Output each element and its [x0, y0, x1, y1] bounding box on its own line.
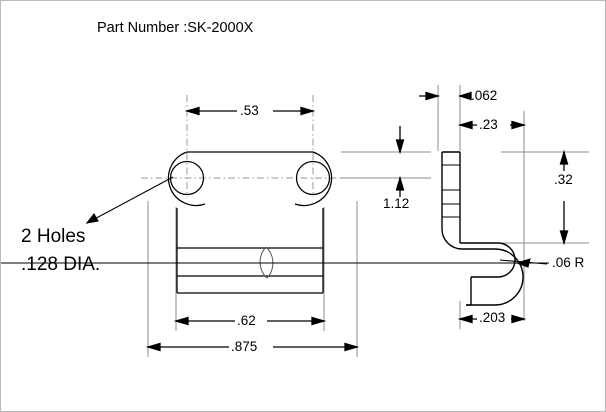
- part-number-title: Part Number :SK-2000X: [97, 20, 254, 36]
- arrowhead-062-left: [425, 91, 441, 101]
- hook-outer-profile: [441, 228, 524, 306]
- dimension-overall-width: [145, 342, 360, 352]
- dimension-hook-depth: [457, 314, 527, 324]
- arrowhead-32-top: [559, 149, 569, 165]
- leader-line-holes: [86, 176, 174, 224]
- dimension-hole-spacing: [184, 106, 316, 116]
- side-web-ticks: [442, 164, 460, 218]
- arrowhead-23-right: [511, 120, 527, 130]
- dimension-label-hook-height: .32: [554, 172, 573, 187]
- dimension-label-overall-height: 1.12: [383, 196, 410, 211]
- dimension-label-hole-spacing: .53: [240, 103, 259, 118]
- arrowhead-062-right: [457, 91, 472, 101]
- hole-note-leader: [85, 176, 174, 224]
- dimension-label-flange-offset: .23: [479, 117, 498, 132]
- dimension-overall-height: [341, 126, 431, 197]
- dimension-bend-radius: [1, 258, 549, 268]
- arrowhead-875-left: [145, 342, 161, 352]
- leader-arrow-holes: [85, 213, 99, 224]
- dimension-label-overall-width: .875: [231, 339, 258, 354]
- dimension-hook-height: [559, 149, 569, 246]
- center-lines: [141, 95, 373, 197]
- hole-note-line-1: 2 Holes: [21, 226, 86, 247]
- dimension-material-thickness: [419, 91, 472, 101]
- arrowhead-875-right: [344, 342, 360, 352]
- extension-lines-front: [147, 201, 358, 357]
- arrowhead-62-left: [173, 316, 189, 326]
- dimension-label-material-thickness: .062: [471, 88, 498, 103]
- arrowhead-32-bottom: [559, 230, 569, 246]
- hook-inner-profile: [471, 242, 516, 278]
- arrowhead-53-left: [184, 106, 200, 116]
- center-lens-right-arc: [265, 246, 274, 279]
- front-view-outline: [167, 151, 333, 294]
- arrowhead-112-top: [395, 139, 405, 155]
- arrowhead-203-left: [457, 314, 473, 324]
- hole-right: [295, 160, 331, 196]
- dimension-body-width: [173, 316, 327, 326]
- right-ear-arc: [294, 151, 333, 207]
- arrowhead-53-right: [300, 106, 316, 116]
- dimension-label-bend-radius: .06 R: [552, 255, 585, 270]
- arrowhead-23-left: [457, 120, 473, 130]
- left-ear-arc: [167, 151, 206, 207]
- arrowhead-203-right: [511, 314, 527, 324]
- side-view-outline: [441, 151, 524, 306]
- arrowhead-112-bottom: [395, 175, 405, 191]
- arrowhead-62-right: [311, 316, 327, 326]
- dimension-label-body-width: .62: [237, 313, 256, 328]
- dimension-label-hook-depth: .203: [479, 310, 506, 325]
- dimension-flange-offset: [457, 120, 527, 130]
- hole-note-line-2: .128 DIA.: [21, 254, 101, 275]
